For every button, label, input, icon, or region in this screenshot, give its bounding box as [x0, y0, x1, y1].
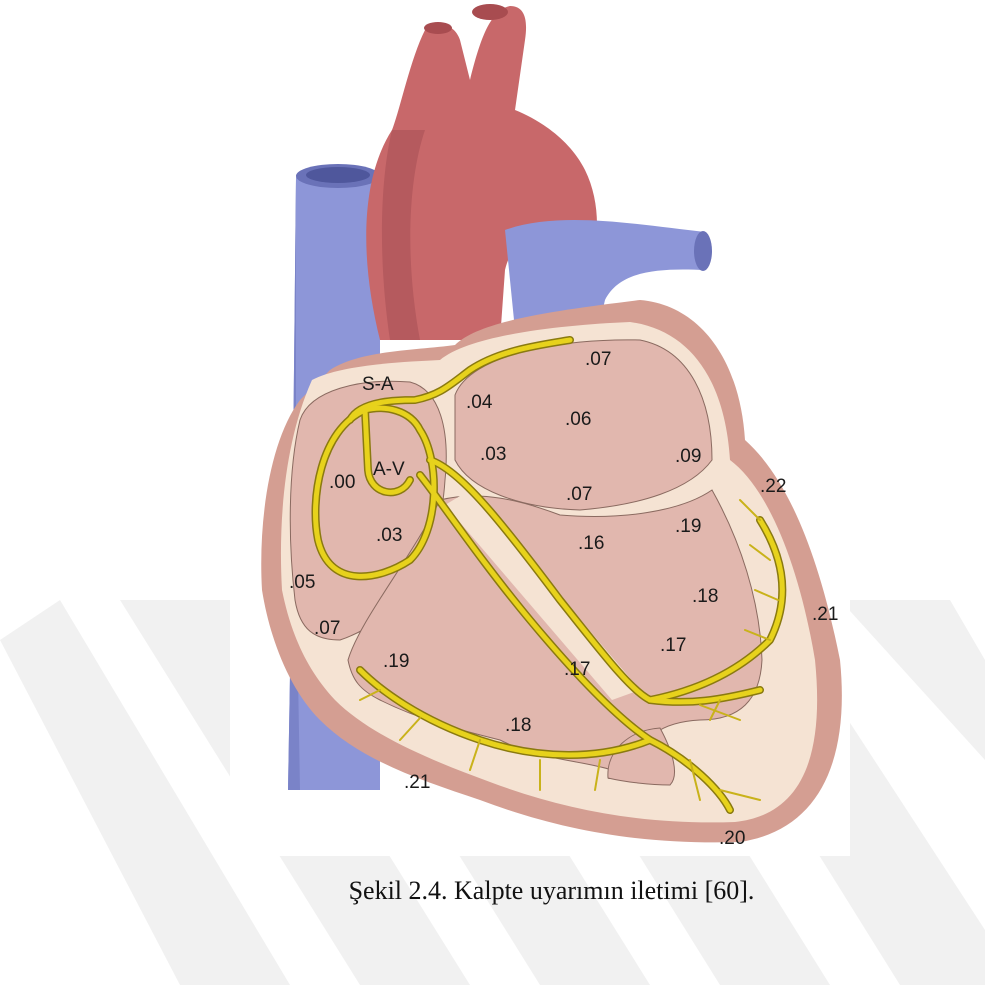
timing-label: .17	[660, 635, 686, 656]
timing-label: .05	[289, 572, 315, 593]
timing-label: .04	[466, 392, 493, 413]
timing-label: .00	[329, 472, 355, 493]
timing-label: .17	[564, 659, 590, 680]
timing-label: .19	[383, 651, 409, 672]
timing-label: .19	[675, 516, 701, 537]
timing-label: .03	[480, 444, 506, 465]
timing-label: .07	[314, 618, 340, 639]
timing-label: .22	[760, 476, 786, 497]
timing-label: .20	[719, 828, 745, 849]
timing-label: .09	[675, 446, 701, 467]
timing-label: .07	[566, 484, 592, 505]
timing-label: .03	[376, 525, 402, 546]
sa-node-label: S-A	[362, 374, 394, 395]
timing-label: .06	[565, 409, 591, 430]
timing-label: .21	[404, 772, 430, 793]
timing-label: .07	[585, 349, 611, 370]
timing-label: .21	[812, 604, 838, 625]
timing-label: .16	[578, 533, 604, 554]
timing-label: .18	[505, 715, 531, 736]
timing-label: .18	[692, 586, 718, 607]
av-node-label: A-V	[373, 459, 405, 480]
figure-caption: Şekil 2.4. Kalpte uyarımın iletimi [60].	[0, 876, 985, 906]
